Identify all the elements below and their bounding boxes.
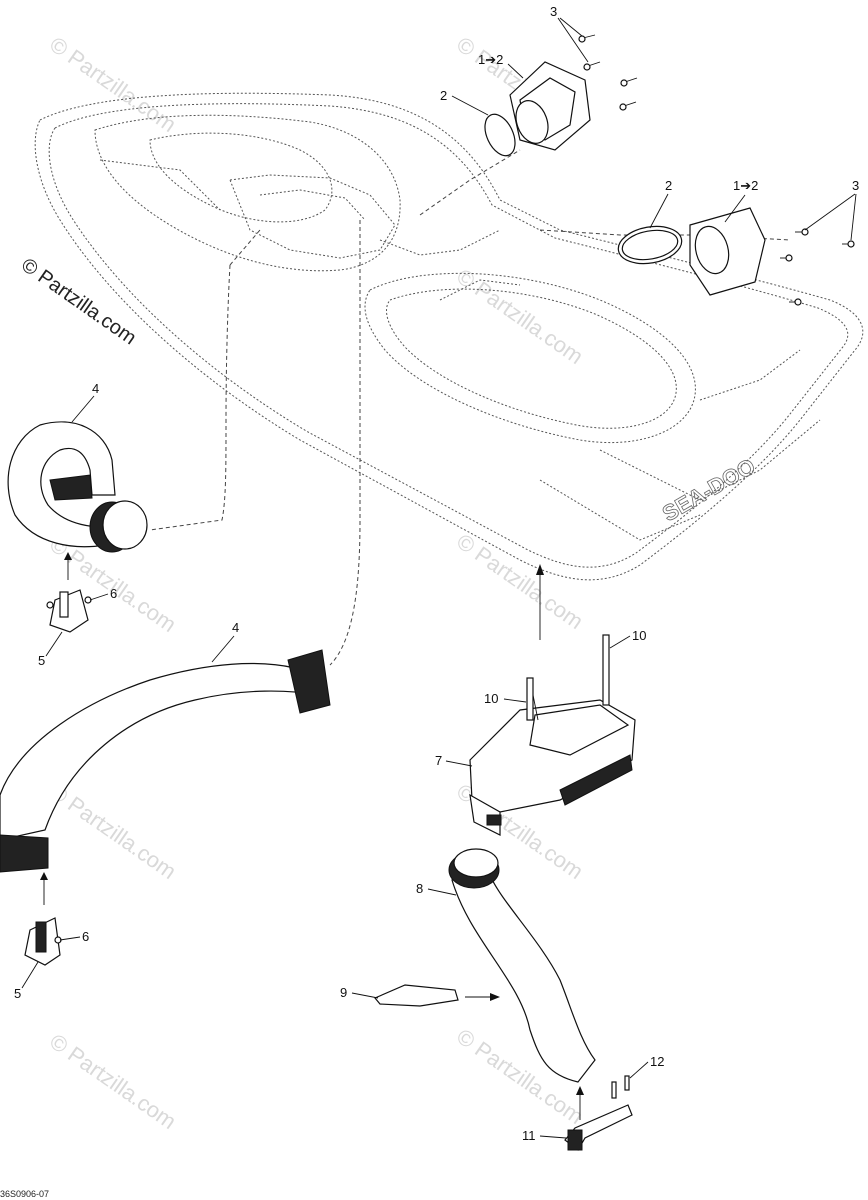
vent-assembly-right: [617, 207, 855, 306]
clamp-ring-upper: [484, 113, 516, 157]
hull-logo-text: SEA-DOO: [658, 453, 759, 526]
vent-assembly-upper: [484, 34, 638, 157]
hose-4-lower: [0, 649, 331, 873]
callout-1to2-right: 1➔2: [733, 178, 758, 193]
bolt-10-left: [526, 677, 534, 721]
watermark-text-prominent: © Partzilla.com: [17, 254, 140, 349]
callout-10-left: 10: [484, 691, 498, 706]
watermark-text: © Partzilla.com: [45, 32, 181, 138]
callout-8: 8: [416, 881, 423, 896]
screw-group-right: [780, 228, 855, 306]
clamp-bracket-lower: [24, 872, 62, 966]
callout-3-right: 3: [852, 178, 859, 193]
strap-9: [374, 984, 500, 1007]
callout-4-lower: 4: [232, 620, 239, 635]
hose-4-upper: [7, 421, 148, 553]
watermark-text: © Partzilla.com: [452, 529, 588, 635]
callout-1to2-top: 1➔2: [478, 52, 503, 67]
screw-group-upper: [578, 34, 638, 111]
hose-8: [448, 848, 596, 1083]
callout-11: 11: [522, 1128, 536, 1143]
clamp-bracket-upper: [46, 552, 92, 633]
watermark-text: © Partzilla.com: [45, 779, 181, 885]
callout-3-top: 3: [550, 4, 557, 19]
hull-outline: [34, 92, 864, 581]
callout-7: 7: [435, 753, 442, 768]
callout-5-lower: 5: [14, 986, 21, 1001]
callout-9: 9: [340, 985, 347, 1000]
callout-10-right: 10: [632, 628, 646, 643]
bracket-5-upper: [49, 589, 89, 633]
callout-6-upper: 6: [110, 586, 117, 601]
watermark-text: © Partzilla.com: [452, 264, 588, 370]
watermark-text: © Partzilla.com: [45, 1029, 181, 1135]
callout-5-upper: 5: [38, 653, 45, 668]
callout-4-upper: 4: [92, 381, 99, 396]
callout-6-lower: 6: [82, 929, 89, 944]
vent-housing-7: [469, 634, 636, 836]
callout-2-top: 2: [440, 88, 447, 103]
hose-4-lower-end: [0, 834, 49, 873]
bracket-11: [564, 1075, 633, 1151]
callout-2-right: 2: [665, 178, 672, 193]
callout-group: 3 1➔2 2 2 1➔2 3 4 6 5 4 10 10: [14, 4, 859, 1143]
diagram-reference-code: 36S0906-07: [0, 1189, 49, 1199]
hose-4-lower-ring: [287, 649, 331, 714]
callout-12: 12: [650, 1054, 664, 1069]
bolt-10-right: [602, 634, 610, 706]
